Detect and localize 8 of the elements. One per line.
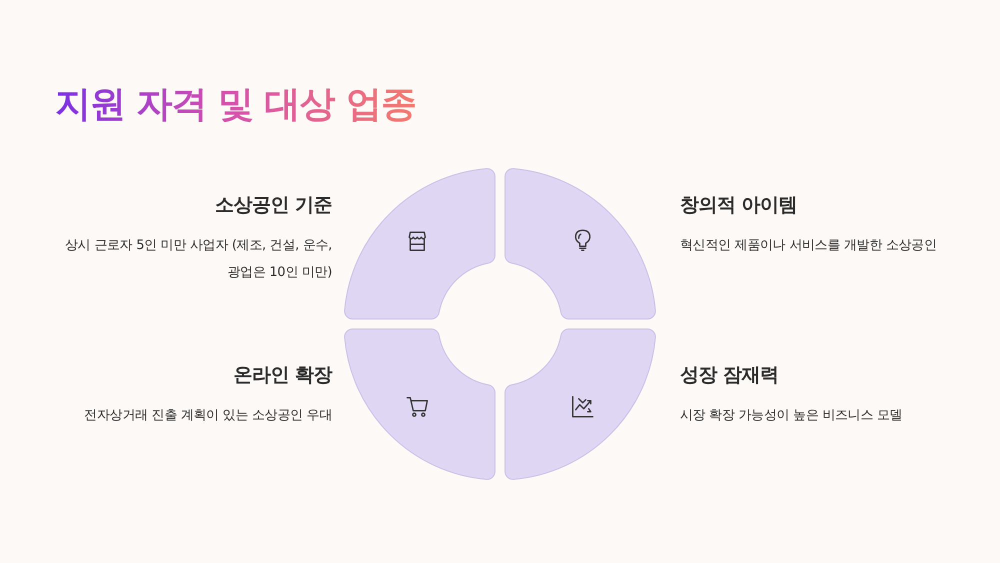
section-heading: 온라인 확장	[232, 363, 332, 388]
section-heading: 소상공인 기준	[214, 193, 332, 218]
description-text: 상시 근로자 5인 미만 사업자 (제조, 건설, 운수, 광업은 10인 미만)	[64, 237, 332, 282]
description-text: 시장 확장 가능성이 높은 비즈니스 모델	[680, 407, 904, 425]
description-text: 전자상거래 진출 계획이 있는 소상공인 우대	[83, 407, 332, 425]
section-heading: 창의적 아이템	[680, 193, 798, 218]
description-text: 혁신적인 제품이나 서비스를 개발한 소상공인	[680, 237, 938, 255]
section-heading: 성장 잠재력	[680, 363, 780, 388]
